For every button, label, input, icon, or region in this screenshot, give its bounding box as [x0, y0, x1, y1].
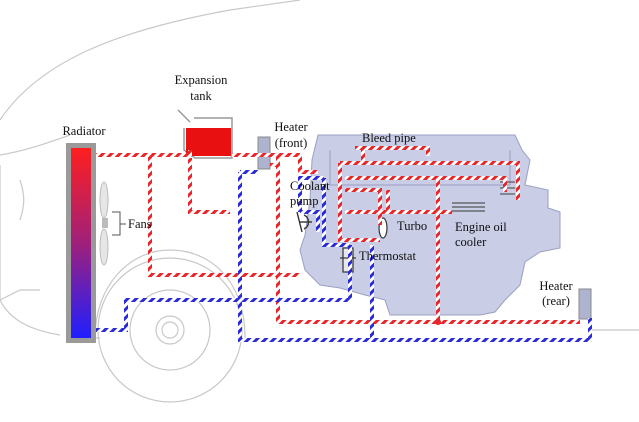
label-bleed-pipe: Bleed pipe: [362, 131, 416, 145]
label-turbo: Turbo: [397, 219, 427, 233]
label-coolant-pump-line2: pump: [290, 194, 318, 208]
radiator: [66, 143, 96, 343]
hot-junction-dot: [435, 319, 441, 325]
label-engine-oil-cooler-line2: cooler: [455, 235, 487, 249]
label-coolant-pump-line1: Coolant: [290, 179, 330, 193]
label-radiator: Radiator: [62, 124, 106, 138]
fans-bracket: [112, 211, 126, 236]
label-expansion-tank-line2: tank: [190, 89, 212, 103]
label-fans: Fans: [128, 217, 152, 231]
label-heater-rear-line2: (rear): [542, 294, 570, 308]
cold-hoses: [96, 170, 592, 342]
label-thermostat: Thermostat: [359, 249, 416, 263]
engine-oil-cooler: [452, 181, 515, 212]
label-heater-rear-line1: Heater: [539, 279, 573, 293]
fans: [99, 181, 109, 266]
heater-rear: [578, 288, 592, 320]
label-expansion-tank-line1: Expansion: [175, 73, 229, 87]
label-heater-front-line1: Heater: [274, 120, 308, 134]
hot-hoses: [96, 146, 580, 324]
coolant-pump: [296, 211, 312, 233]
label-engine-oil-cooler-line1: Engine oil: [455, 220, 507, 234]
label-heater-front-line2: (front): [275, 136, 308, 150]
expansion-tank: [177, 109, 233, 159]
